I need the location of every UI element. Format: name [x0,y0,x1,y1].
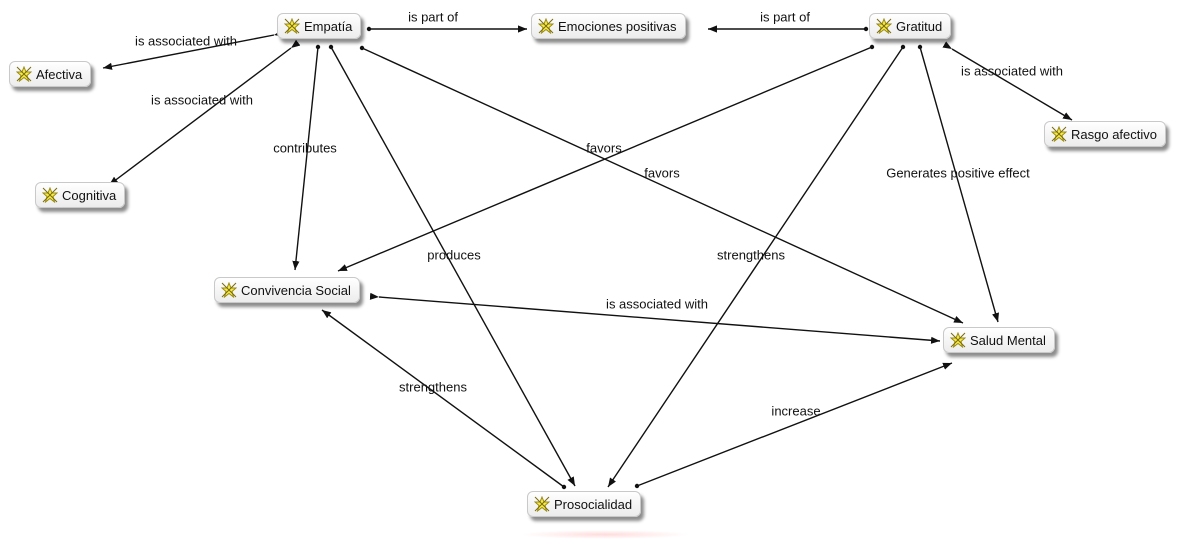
node-prosocialidad[interactable]: Prosocialidad [527,491,642,517]
line-gra-pro-start-dot [900,44,906,50]
line-pro-sal-start-dot [634,483,640,489]
edge-label-emp-pro: produces [427,247,481,263]
line-pro-sal[interactable] [636,362,953,487]
edge-label-con-sal: is associated with [606,296,708,312]
node-rasgo-afectivo[interactable]: Rasgo afectivo [1044,121,1166,147]
line-emp-con-start-dot [315,44,321,50]
concept-star-icon [950,332,966,348]
node-label: Rasgo afectivo [1071,126,1157,142]
line-gra-pro[interactable] [607,46,904,488]
node-afectiva[interactable]: Afectiva [9,61,92,87]
node-label: Emociones positivas [558,18,677,34]
edge-label-emp-sal: favors [644,165,680,181]
edge-label-gra-emo: is part of [760,9,810,25]
line-emp-pro[interactable] [330,46,576,487]
node-label: Gratitud [896,18,943,34]
edge-label-emp-cog: is associated with [151,92,253,108]
concept-star-icon [1051,126,1067,142]
node-convivencia-social[interactable]: Convivencia Social [214,277,360,303]
edge-label-gra-con: favors [586,140,622,156]
node-cognitiva[interactable]: Cognitiva [35,182,126,208]
line-emp-con[interactable] [292,46,319,271]
line-gra-ras[interactable] [942,41,1073,121]
node-label: Empatía [304,18,353,34]
line-emp-cog[interactable] [108,39,301,186]
line-pro-con[interactable] [321,309,565,488]
line-emp-emo-start-dot [366,26,372,32]
edge-label-emp-afe: is associated with [135,33,237,49]
line-emp-sal-start-dot [359,45,365,51]
concept-star-icon [876,18,892,34]
node-emociones-positivas[interactable]: Emociones positivas [531,13,686,39]
node-label: Cognitiva [62,187,117,203]
node-label: Afectiva [36,66,83,82]
node-label: Convivencia Social [241,282,351,298]
concept-star-icon [534,496,550,512]
edge-label-gra-ras: is associated with [961,63,1063,79]
node-gratitud[interactable]: Gratitud [869,13,952,39]
concept-star-icon [284,18,300,34]
line-con-sal[interactable] [369,292,941,344]
edge-label-pro-con: strengthens [399,379,467,395]
concept-star-icon [538,18,554,34]
edge-label-emp-emo: is part of [408,9,458,25]
node-label: Salud Mental [970,332,1046,348]
node-salud-mental[interactable]: Salud Mental [943,327,1055,353]
edge-label-gra-sal: Generates positive effect [886,165,1030,181]
concept-star-icon [42,187,58,203]
decorative-fade [520,530,690,539]
edge-label-gra-pro: strengthens [717,247,785,263]
line-gra-con-start-dot [869,44,875,50]
node-empatia[interactable]: Empatía [277,13,362,39]
line-emp-sal[interactable] [361,47,964,324]
concept-star-icon [221,282,237,298]
node-label: Prosocialidad [554,496,633,512]
edge-label-emp-con: contributes [273,140,337,156]
line-pro-con-start-dot [561,484,567,490]
line-gra-sal-start-dot [917,44,923,50]
concept-star-icon [16,66,32,82]
line-gra-sal[interactable] [919,46,1000,323]
edge-label-pro-sal: increase [771,403,821,419]
line-gra-emo-start-dot [863,26,869,32]
line-emp-pro-start-dot [328,44,334,50]
